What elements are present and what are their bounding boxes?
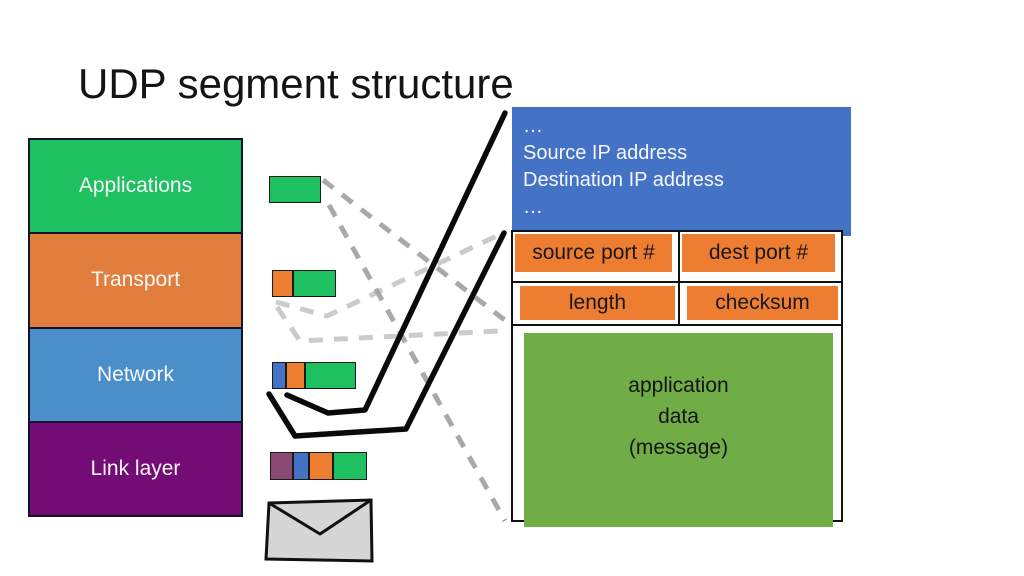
checksum-field: checksum — [687, 286, 838, 320]
dest-port-cell: dest port # — [680, 232, 841, 281]
checksum-cell: checksum — [680, 283, 841, 324]
udp-length-row: length checksum — [513, 283, 841, 326]
payload-line-3: (message) — [628, 436, 729, 459]
link-frame-bar — [270, 452, 367, 480]
source-port-field: source port # — [515, 234, 672, 272]
layer-applications-label: Applications — [78, 174, 193, 198]
slide-title: UDP segment structure — [78, 60, 514, 107]
transport-segment-bar — [272, 270, 336, 297]
layer-applications: Applications — [30, 140, 241, 233]
message-segment-green — [305, 362, 356, 389]
message-segment-green — [293, 270, 336, 297]
ip-header-box: … Source IP address Destination IP addre… — [512, 107, 851, 236]
application-message-bar — [269, 176, 321, 203]
layer-link-label: Link layer — [90, 456, 181, 480]
dest-port-field: dest port # — [682, 234, 835, 272]
protocol-stack: Applications Transport Network Link laye… — [28, 138, 243, 517]
application-data-box: application data (message) — [524, 333, 833, 527]
ip-header-ellipsis-top: … — [523, 115, 543, 137]
layer-transport: Transport — [30, 232, 241, 327]
dashed-connector-transport-to-length — [274, 305, 500, 344]
ip-header-segment-blue — [293, 452, 309, 480]
pen-stroke-to-udp-segment — [266, 230, 507, 439]
source-port-cell: source port # — [513, 232, 680, 281]
length-cell: length — [513, 283, 680, 324]
message-segment-green — [333, 452, 367, 480]
dashed-connector-message-to-header — [321, 178, 508, 323]
udp-port-row: source port # dest port # — [513, 232, 841, 283]
network-datagram-bar — [272, 362, 356, 389]
envelope-icon — [264, 498, 374, 563]
length-field: length — [520, 286, 675, 320]
layer-link: Link layer — [30, 420, 241, 515]
layer-network: Network — [30, 326, 241, 421]
udp-header-segment-orange — [286, 362, 305, 389]
message-segment-green — [269, 176, 321, 203]
payload-line-1: application — [628, 374, 729, 397]
link-header-segment-purple — [270, 452, 293, 480]
udp-header-segment-orange — [309, 452, 333, 480]
ip-header-ellipsis-bottom: … — [523, 196, 543, 218]
payload-line-2: data — [658, 405, 699, 428]
udp-header-segment-orange — [272, 270, 293, 297]
layer-network-label: Network — [96, 362, 175, 386]
source-ip-address-line: Source IP address — [523, 142, 688, 164]
ip-header-segment-blue — [272, 362, 286, 389]
layer-transport-label: Transport — [90, 268, 181, 292]
destination-ip-address-line: Destination IP address — [523, 169, 724, 191]
